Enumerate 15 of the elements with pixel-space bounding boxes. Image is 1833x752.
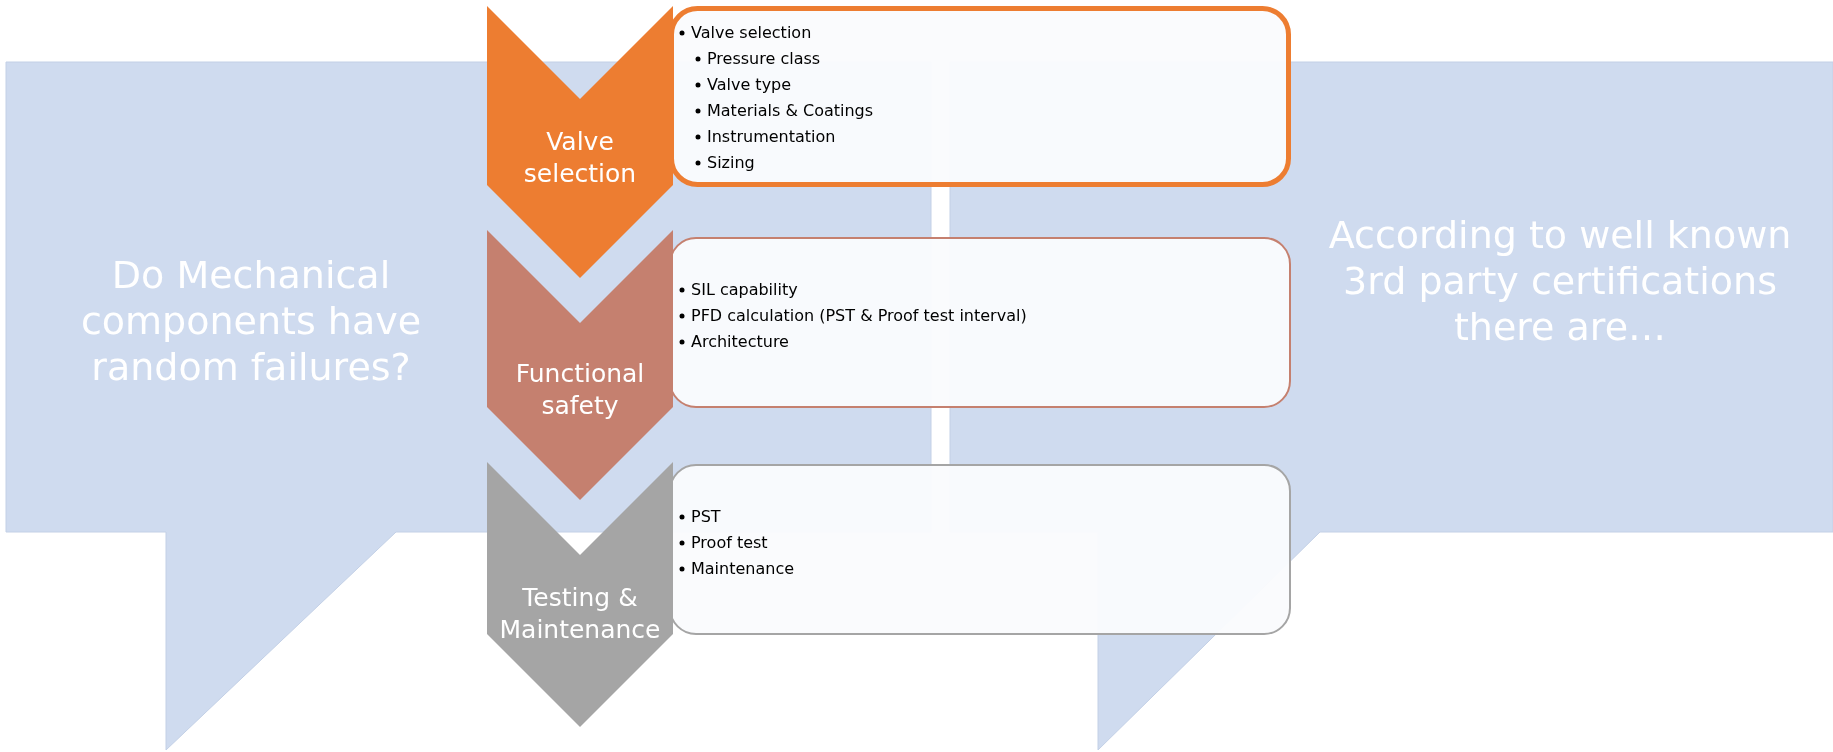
bullet-item: PFD calculation (PST & Proof test interval) [679,303,1027,329]
bullet-item: PST [679,504,795,530]
bullet-item: Proof test [679,530,795,556]
bullet-item: Materials & Coatings [679,98,874,124]
bullet-item: Architecture [679,329,1027,355]
bullet-item: Valve type [679,72,874,98]
bullet-item: SIL capability [679,277,1027,303]
bullet-item: Instrumentation [679,124,874,150]
bullet-item: Sizing [679,150,874,176]
bullet-item: Valve selection [679,20,874,46]
bullet-item: Pressure class [679,46,874,72]
chevron-label: Functional safety [514,358,646,422]
chevron-label: Valve selection [522,126,638,190]
chevron-label: Testing & Maintenance [498,582,662,646]
bullet-item: Maintenance [679,556,795,582]
